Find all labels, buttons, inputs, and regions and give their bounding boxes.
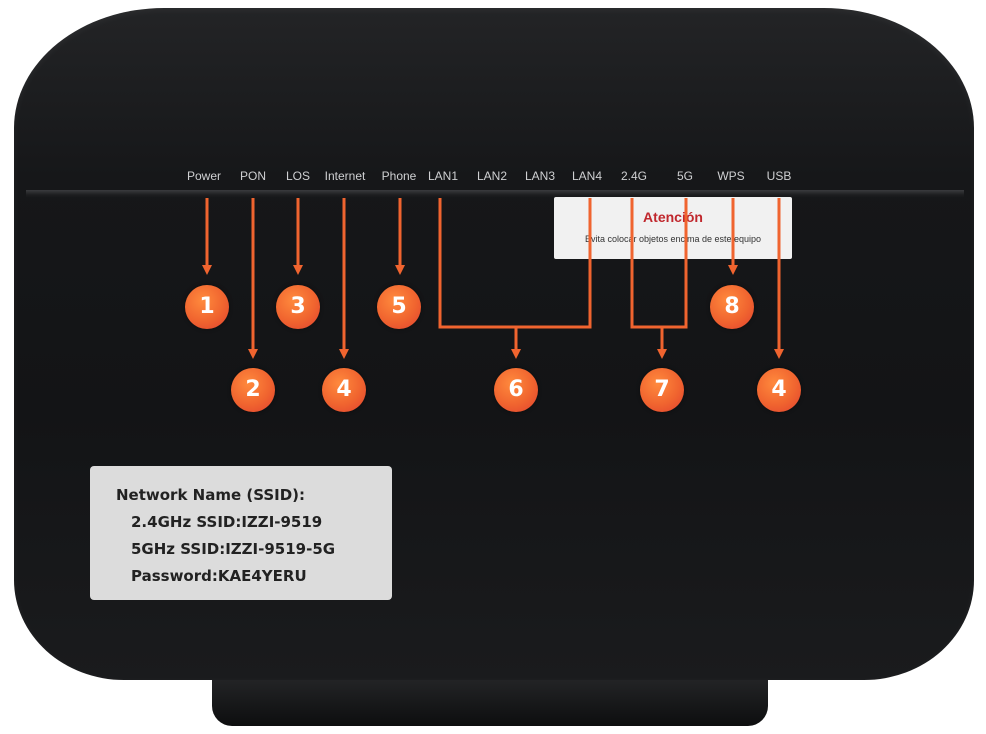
ssid-24ghz: 2.4GHz SSID:IZZI-9519	[131, 513, 323, 531]
badge-2: 2	[231, 368, 275, 412]
badge-5: 5	[377, 285, 421, 329]
led-label-lan4: LAN4	[571, 169, 603, 183]
led-label-lan3: LAN3	[524, 169, 556, 183]
badge-6: 6	[494, 368, 538, 412]
badge-3: 3	[276, 285, 320, 329]
led-label-usb: USB	[766, 169, 792, 183]
led-label-phone: Phone	[381, 169, 417, 183]
warning-text: Evita colocar objetos encima de este equ…	[584, 234, 762, 244]
ssid-5ghz: 5GHz SSID:IZZI-9519-5G	[131, 540, 336, 558]
badge-1: 1	[185, 285, 229, 329]
warning-title: Atención	[643, 209, 703, 225]
badge-4-internet: 4	[322, 368, 366, 412]
badge-8: 8	[710, 285, 754, 329]
badge-4-usb: 4	[757, 368, 801, 412]
led-label-2-4g: 2.4G	[620, 169, 648, 183]
led-label-5g: 5G	[676, 169, 694, 183]
ssid-heading: Network Name (SSID):	[116, 486, 306, 504]
warning-sticker: Atención Evita colocar objetos encima de…	[554, 197, 792, 259]
badge-7: 7	[640, 368, 684, 412]
led-label-internet: Internet	[324, 169, 366, 183]
led-label-lan2: LAN2	[476, 169, 508, 183]
led-label-lan1: LAN1	[427, 169, 459, 183]
led-label-los: LOS	[285, 169, 311, 183]
led-label-power: Power	[186, 169, 222, 183]
ssid-sticker: Network Name (SSID): 2.4GHz SSID:IZZI-95…	[90, 466, 392, 600]
led-label-wps: WPS	[717, 169, 745, 183]
bracket-wifi	[630, 198, 688, 329]
router-top-seam	[26, 190, 964, 198]
led-label-pon: PON	[239, 169, 267, 183]
wifi-password: Password:KAE4YERU	[131, 567, 307, 585]
bracket-lan	[438, 198, 592, 329]
